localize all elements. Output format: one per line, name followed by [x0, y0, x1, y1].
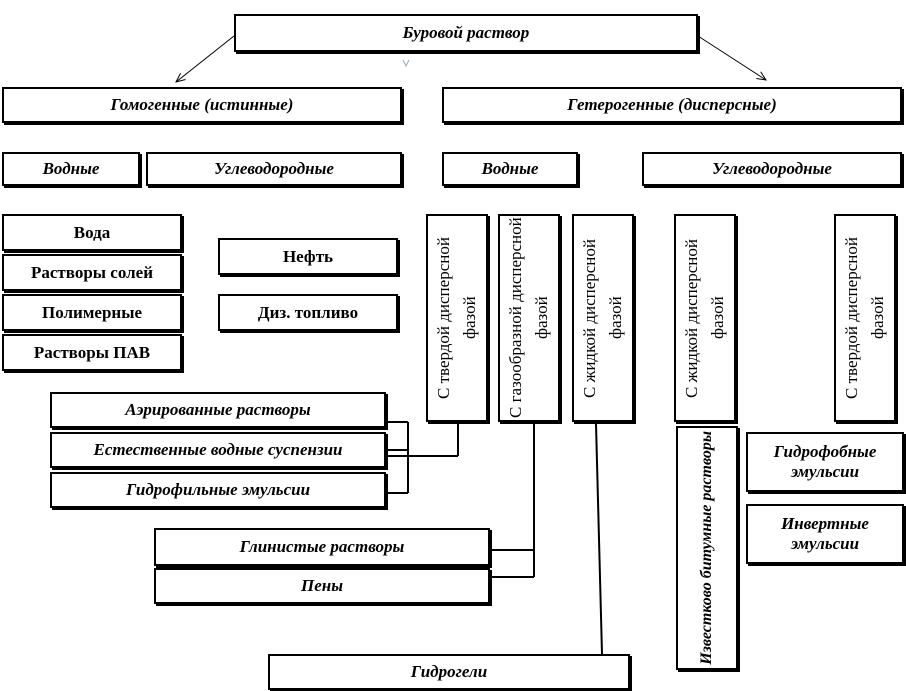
- natural-suspensions-label: Естественные водные суспензии: [93, 440, 343, 459]
- root-box: Буровой раствор: [234, 14, 698, 52]
- lime-bitumen-label: Известково битумные растворы: [698, 431, 715, 665]
- hydrophilic-emulsions-box: Гидрофильные эмульсии: [50, 472, 386, 508]
- water-item-label: Вода: [73, 222, 111, 242]
- liquid-phase-box: С жидкой дисперсной фазой: [572, 214, 634, 422]
- surfactant-solutions-label: Растворы ПАВ: [33, 342, 151, 362]
- invert-emulsions-label: Инвертные эмульсии: [781, 514, 869, 553]
- hydrophilic-emulsions-label: Гидрофильные эмульсии: [125, 480, 311, 499]
- root-label: Буровой раствор: [402, 23, 530, 42]
- oil-box: Нефть: [218, 238, 398, 275]
- solid-phase-box: С твердой дисперсной фазой: [426, 214, 488, 422]
- hc-liquid-phase-box: С жидкой дисперсной фазой: [674, 214, 736, 422]
- polymer-box: Полимерные: [2, 294, 182, 331]
- salt-solutions-label: Растворы солей: [30, 262, 154, 282]
- invert-emulsions-box: Инвертные эмульсии: [746, 504, 904, 564]
- clay-solutions-box: Глинистые растворы: [154, 528, 490, 566]
- hc-solid-phase-box: С твердой дисперсной фазой: [834, 214, 896, 422]
- gas-phase-bracket: [490, 424, 535, 578]
- het-hydrocarbon-label: Углеводородные: [712, 159, 832, 178]
- diesel-label: Диз. топливо: [257, 302, 359, 322]
- salt-solutions-box: Растворы солей: [2, 254, 182, 291]
- gas-phase-label: С газообразной дисперсной фазой: [506, 217, 551, 419]
- hc-liquid-phase-label: С жидкой дисперсной фазой: [682, 238, 727, 398]
- liquid-phase-line: [595, 423, 603, 655]
- solid-phase-bracket: [386, 421, 459, 494]
- polymer-label: Полимерные: [41, 302, 143, 322]
- aerated-solutions-box: Аэрированные растворы: [50, 392, 386, 428]
- hc-solid-phase-label: С твердой дисперсной фазой: [842, 237, 887, 399]
- natural-suspensions-box: Естественные водные суспензии: [50, 432, 386, 468]
- aerated-solutions-label: Аэрированные растворы: [125, 400, 311, 419]
- homogeneous-label: Гомогенные (истинные): [110, 95, 294, 114]
- diesel-box: Диз. топливо: [218, 294, 398, 331]
- hydrogels-label: Гидрогели: [410, 662, 488, 681]
- het-water-label: Водные: [481, 159, 539, 178]
- hydrogels-box: Гидрогели: [268, 654, 630, 690]
- arrow-to-homogeneous: [176, 35, 235, 82]
- het-hydrocarbon-box: Углеводородные: [642, 152, 902, 186]
- surfactant-solutions-box: Растворы ПАВ: [2, 334, 182, 371]
- hom-hydrocarbon-box: Углеводородные: [146, 152, 402, 186]
- heterogeneous-box: Гетерогенные (дисперсные): [442, 87, 902, 123]
- foams-box: Пены: [154, 568, 490, 604]
- homogeneous-box: Гомогенные (истинные): [2, 87, 402, 123]
- clay-solutions-label: Глинистые растворы: [239, 537, 405, 556]
- lime-bitumen-box: Известково битумные растворы: [676, 426, 738, 670]
- het-water-box: Водные: [442, 152, 578, 186]
- hydrophobic-emulsions-box: Гидрофобные эмульсии: [746, 432, 904, 492]
- liquid-phase-label: С жидкой дисперсной фазой: [580, 238, 625, 398]
- hom-water-box: Водные: [2, 152, 140, 186]
- hom-hydrocarbon-label: Углеводородные: [214, 159, 334, 178]
- oil-label: Нефть: [282, 246, 334, 266]
- gas-phase-box: С газообразной дисперсной фазой: [498, 214, 560, 422]
- water-item-box: Вода: [2, 214, 182, 251]
- solid-phase-label: С твердой дисперсной фазой: [434, 237, 479, 399]
- heterogeneous-label: Гетерогенные (дисперсные): [567, 95, 777, 114]
- foams-label: Пены: [300, 576, 343, 595]
- hydrophobic-emulsions-label: Гидрофобные эмульсии: [773, 442, 877, 481]
- arrow-to-heterogeneous: [697, 35, 766, 80]
- hom-water-label: Водные: [42, 159, 100, 178]
